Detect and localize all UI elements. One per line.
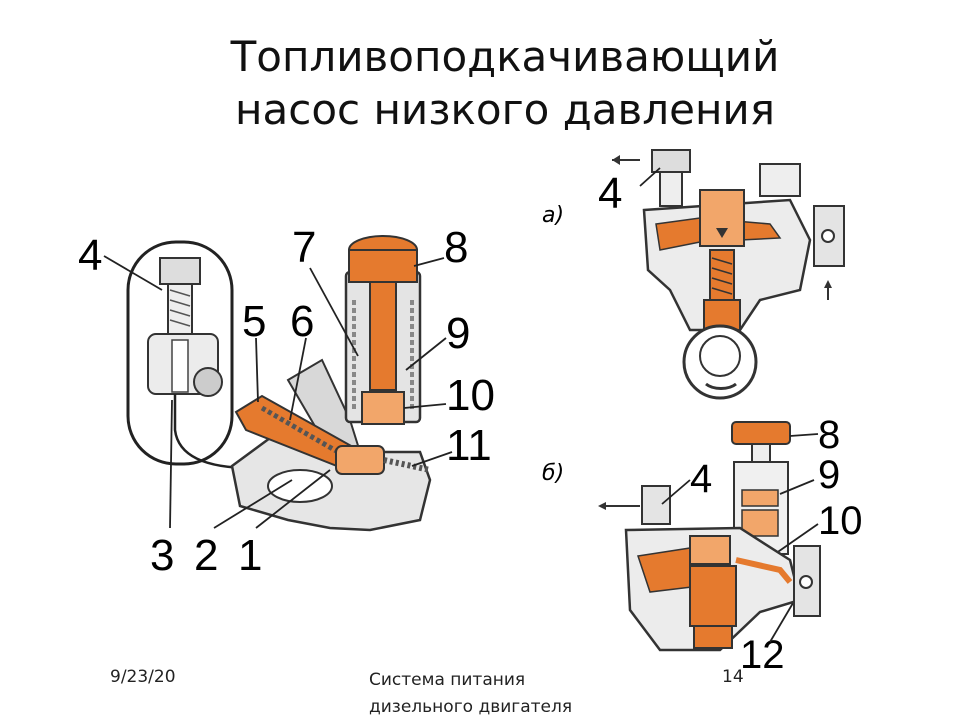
variant-a-diagram bbox=[612, 149, 845, 400]
b-piston bbox=[741, 489, 779, 507]
a-outlet-arrowhead bbox=[612, 155, 620, 165]
left-label-6: 6 bbox=[290, 297, 314, 346]
title-line-2: насос низкого давления bbox=[235, 85, 775, 134]
b-piston-main bbox=[689, 565, 737, 627]
left-label-10: 10 bbox=[446, 371, 495, 420]
left-label-1: 1 bbox=[238, 531, 262, 580]
cam-bore bbox=[267, 469, 333, 503]
piston bbox=[335, 445, 385, 475]
valve-head bbox=[159, 257, 201, 285]
valve-thread bbox=[169, 289, 191, 327]
b-valve bbox=[741, 509, 779, 537]
valve-channel bbox=[171, 339, 189, 393]
b-knob bbox=[731, 421, 791, 445]
left-label-4: 4 bbox=[78, 231, 102, 280]
valve-frame bbox=[126, 240, 234, 466]
left-leader-lines bbox=[103, 255, 453, 529]
hand-pump-piston bbox=[361, 391, 405, 425]
left-label-2: 2 bbox=[194, 531, 218, 580]
left-label-9: 9 bbox=[446, 309, 470, 358]
variant-a-marker: а) bbox=[542, 203, 564, 228]
left-label-11: 11 bbox=[446, 421, 492, 470]
hand-pump-rod bbox=[369, 281, 397, 391]
left-pump-cutaway bbox=[126, 235, 432, 532]
left-label-7: 7 bbox=[292, 223, 316, 272]
hand-pump-knob bbox=[348, 249, 418, 283]
variant-b-label-8: 8 bbox=[818, 413, 840, 457]
footer-title: Система питания дизельного двигателя bbox=[369, 667, 572, 721]
footer-title-line-2: дизельного двигателя bbox=[369, 697, 573, 717]
b-flow-channel bbox=[735, 557, 793, 584]
left-label-3: 3 bbox=[150, 531, 174, 580]
variant-b-diagram bbox=[598, 421, 821, 652]
valve-ball bbox=[193, 367, 223, 397]
b-chamber bbox=[689, 535, 731, 565]
title-line-1: Топливоподкачивающий bbox=[230, 32, 780, 81]
a-flow-arrow bbox=[716, 228, 728, 238]
a-outlet-stem bbox=[659, 171, 683, 207]
variant-b-label-9: 9 bbox=[818, 453, 840, 497]
variant-b-label-4: 4 bbox=[690, 457, 712, 501]
variant-a-label-4: 4 bbox=[598, 169, 622, 218]
plunger-spring bbox=[260, 405, 347, 459]
footer-title-line-1: Система питания bbox=[369, 670, 526, 690]
b-outlet bbox=[641, 485, 671, 525]
footer-date: 9/23/20 bbox=[110, 667, 176, 687]
b-pusher bbox=[693, 625, 733, 649]
a-outlet-fitting bbox=[651, 149, 691, 173]
variant-b-label-10: 10 bbox=[818, 499, 863, 543]
variant-b-label-12: 12 bbox=[740, 633, 785, 677]
hand-pump-threads bbox=[352, 300, 414, 410]
slide-title: Топливоподкачивающий насос низкого давле… bbox=[200, 30, 810, 136]
left-label-8: 8 bbox=[444, 223, 468, 272]
variant-b-marker: б) bbox=[542, 461, 564, 486]
valve-stem bbox=[167, 283, 193, 335]
left-label-5: 5 bbox=[242, 297, 266, 346]
footer-page-number: 14 bbox=[722, 667, 744, 687]
piston-spring bbox=[383, 457, 431, 473]
a-right-valve bbox=[759, 163, 801, 197]
